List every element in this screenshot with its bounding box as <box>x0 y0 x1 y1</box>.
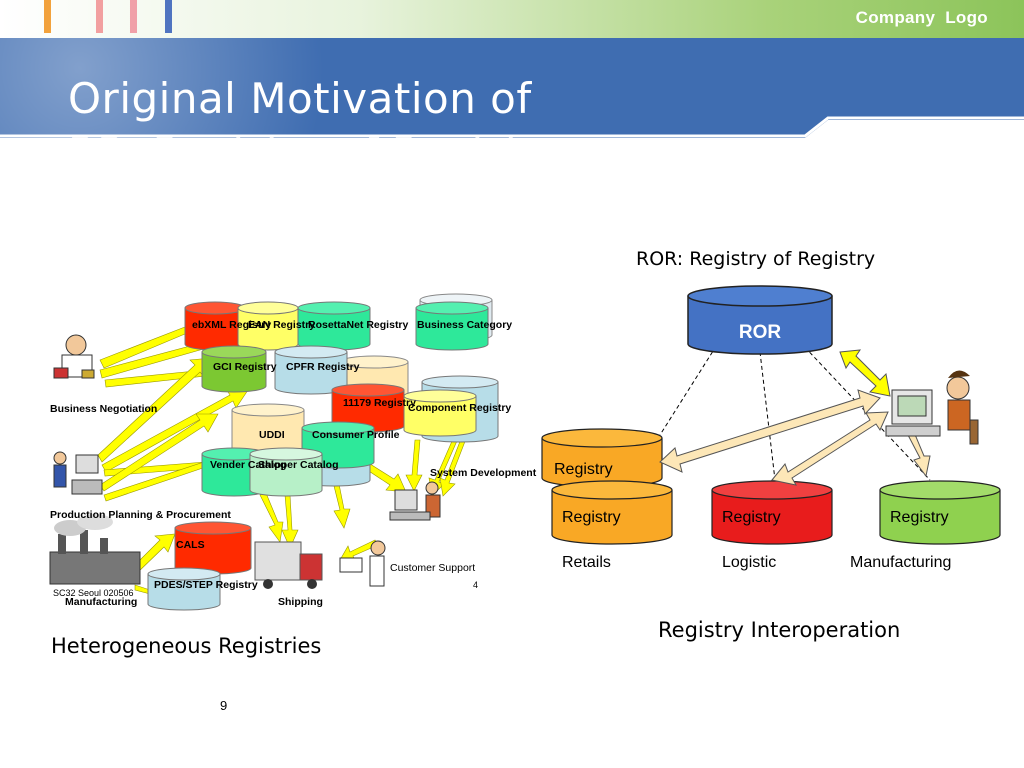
interop-arrows <box>659 389 931 486</box>
manufacturing-registry <box>879 480 1001 545</box>
footer-code: SC32 Seoul 020506 <box>53 588 134 598</box>
company-logo: Company Logo <box>856 8 988 28</box>
truck-icon <box>254 541 323 589</box>
component-label: Component Registry <box>408 402 511 414</box>
registry-manufacturing-label: Registry <box>890 509 949 526</box>
title-band <box>0 38 1024 138</box>
registry-cylinder-labels: Registry Registry Registry Registry <box>554 461 949 526</box>
blue-stripe <box>165 0 172 33</box>
logistic-registry <box>711 480 833 545</box>
cals-cylinder <box>174 521 252 575</box>
ean-cylinder <box>237 301 299 351</box>
logo-text: Logo <box>945 8 988 27</box>
pdes-label: PDES/STEP Registry <box>154 579 258 591</box>
retail-registry-front <box>551 480 673 545</box>
registry-interoperation-diagram: ROR Registry Registry Regi <box>541 285 1001 571</box>
top-banner: Company Logo <box>0 0 1024 38</box>
ror-user-arrow <box>839 349 891 397</box>
shipper-catalog-cylinder <box>249 447 323 497</box>
customer-support-label: Customer Support <box>390 562 475 574</box>
ror-cylinder <box>687 285 833 355</box>
slide-title-line2: RR: Registry of Registry <box>68 128 564 148</box>
orange-stripe <box>44 0 51 33</box>
manufacturing-domain-label: Manufacturing <box>850 554 951 571</box>
consumer-label: Consumer Profile <box>312 429 400 441</box>
heterogeneous-registries-diagram: ebXML Registry EAN Registry RosettaNet R… <box>49 293 537 611</box>
registry-logistic-label: Registry <box>722 509 781 526</box>
rosettanet-label: RosettaNet Registry <box>308 319 409 331</box>
pink-stripe <box>96 0 103 33</box>
registry-back-label: Registry <box>554 461 613 478</box>
ebxml-cylinder <box>184 301 246 351</box>
inner-page-number: 4 <box>473 580 478 590</box>
production-planning-person-icon <box>53 451 103 495</box>
system-development-person-icon <box>389 481 441 521</box>
system-development-label: System Development <box>430 467 537 479</box>
registry-retail-label: Registry <box>562 509 621 526</box>
cals-label: CALS <box>176 539 205 551</box>
component-cylinder <box>403 375 499 443</box>
header-glow <box>0 38 480 138</box>
pdes-step-cylinder <box>147 567 221 611</box>
uddi-label: UDDI <box>259 429 285 441</box>
pink-stripe-2 <box>130 0 137 33</box>
domain-labels: Retails Logistic Manufacturing <box>562 554 951 571</box>
ebxml-label: ebXML Registry <box>192 319 271 331</box>
retails-label: Retails <box>562 554 611 571</box>
registry-labels: ebXML Registry EAN Registry RosettaNet R… <box>154 319 512 591</box>
shipper-label: Shipper Catalog <box>258 459 339 471</box>
page-number: 9 <box>220 698 228 713</box>
header-decor <box>0 116 1024 138</box>
11179-cylinder <box>331 383 405 433</box>
retail-registry-back <box>541 428 663 488</box>
slide-title: Original Motivation of <box>68 74 532 123</box>
actor-labels: Business Negotiation Production Planning… <box>50 403 537 608</box>
vender-label: Vender Catalog <box>210 459 286 471</box>
business-category-label: Business Category <box>417 319 512 331</box>
factory-icon <box>49 514 141 585</box>
left-caption: Heterogeneous Registries <box>51 634 322 658</box>
cpfr-label: CPFR Registry <box>286 361 360 373</box>
business-negotiation-label: Business Negotiation <box>50 403 157 415</box>
ror-caption: ROR: Registry of Registry <box>636 248 876 270</box>
company-text: Company <box>855 8 936 27</box>
computer-user-icon <box>885 370 979 445</box>
customer-support-person-icon <box>339 540 386 587</box>
ror-links <box>659 339 931 481</box>
cpfr-cylinder <box>274 345 348 395</box>
logistic-label: Logistic <box>722 554 776 571</box>
manufacturing-label: Manufacturing <box>65 596 137 608</box>
11179-label: 11179 Registry <box>343 397 416 409</box>
gci-cylinder <box>201 345 267 393</box>
ror-label: ROR <box>739 322 782 343</box>
production-planning-label: Production Planning & Procurement <box>50 509 231 521</box>
business-negotiation-person-icon <box>53 334 95 379</box>
shipping-label: Shipping <box>278 596 323 608</box>
ean-label: EAN Registry <box>248 319 315 331</box>
right-caption: Registry Interoperation <box>658 618 901 642</box>
gci-label: GCI Registry <box>213 361 277 373</box>
business-category-cylinder <box>415 293 493 351</box>
